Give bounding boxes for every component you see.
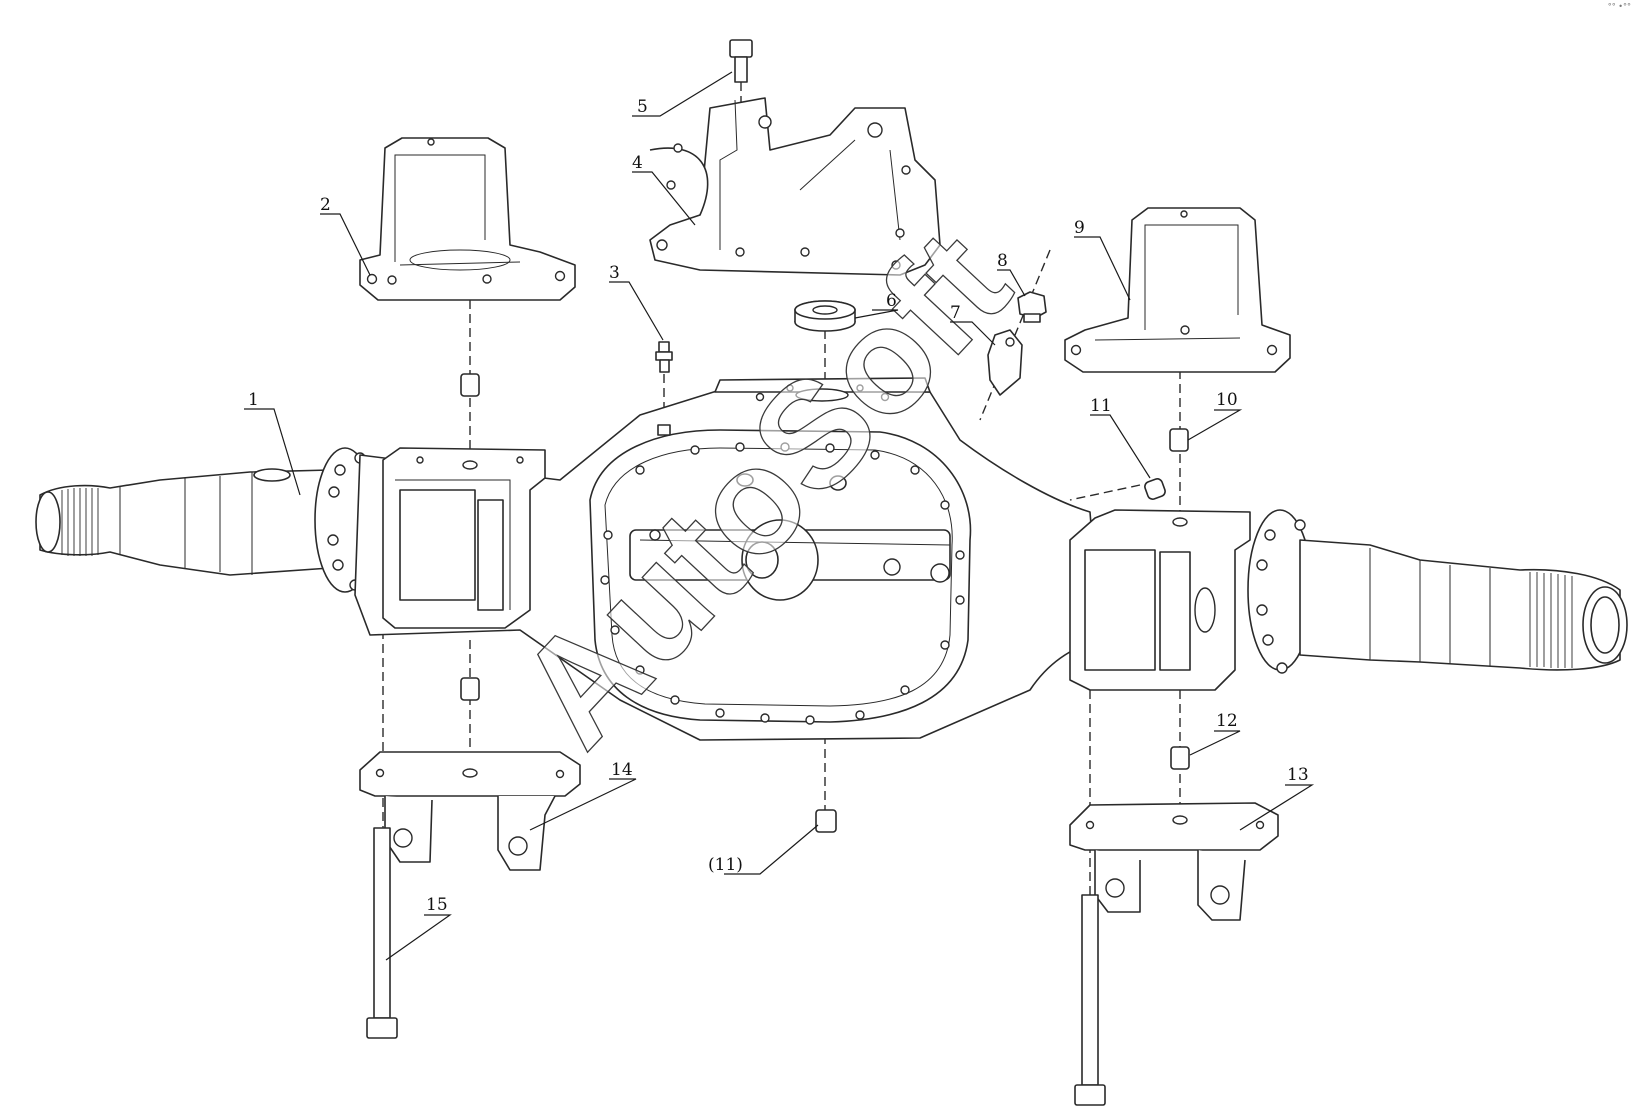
callout-5: 5 xyxy=(637,97,648,117)
right-spline xyxy=(1529,572,1573,668)
long-bolt-left xyxy=(366,827,398,1039)
callout-15: 15 xyxy=(426,895,448,915)
callout-3: 3 xyxy=(609,263,620,283)
callout-11: 11 xyxy=(1090,396,1112,416)
bolt-5 xyxy=(729,39,753,83)
cover-bolt-holes xyxy=(600,442,965,725)
callout-14: 14 xyxy=(611,760,633,780)
callout-2: 2 xyxy=(320,195,331,215)
callout-1: 1 xyxy=(248,390,259,410)
nut-8 xyxy=(1017,291,1047,323)
callout-labels: 1 2 3 4 5 6 7 8 9 10 11 (11) 12 13 14 15 xyxy=(248,97,1309,915)
callout-8: 8 xyxy=(997,251,1008,271)
center-upper-bracket xyxy=(649,97,941,276)
fitting-3 xyxy=(655,341,673,436)
right-lower-plate xyxy=(1069,802,1279,921)
corner-mark: °° •°° xyxy=(1607,2,1631,11)
washer-6 xyxy=(794,300,856,332)
axle-housing xyxy=(35,377,1628,741)
callout-10: 10 xyxy=(1216,390,1238,410)
dowel-pins xyxy=(460,373,1190,833)
right-upper-bracket xyxy=(1064,207,1291,373)
left-upper-bracket xyxy=(359,137,576,301)
callout-6: 6 xyxy=(886,291,897,311)
callout-12: 12 xyxy=(1216,711,1238,731)
tab-7 xyxy=(987,329,1023,396)
left-spline xyxy=(61,488,99,556)
callout-11-ref: (11) xyxy=(708,855,743,875)
left-lower-plate xyxy=(359,751,581,871)
long-bolt-right xyxy=(1074,894,1106,1106)
callout-7: 7 xyxy=(950,303,961,323)
callout-leaders xyxy=(244,71,1315,961)
callout-4: 4 xyxy=(632,153,643,173)
callout-13: 13 xyxy=(1287,765,1309,785)
callout-9: 9 xyxy=(1074,218,1085,238)
